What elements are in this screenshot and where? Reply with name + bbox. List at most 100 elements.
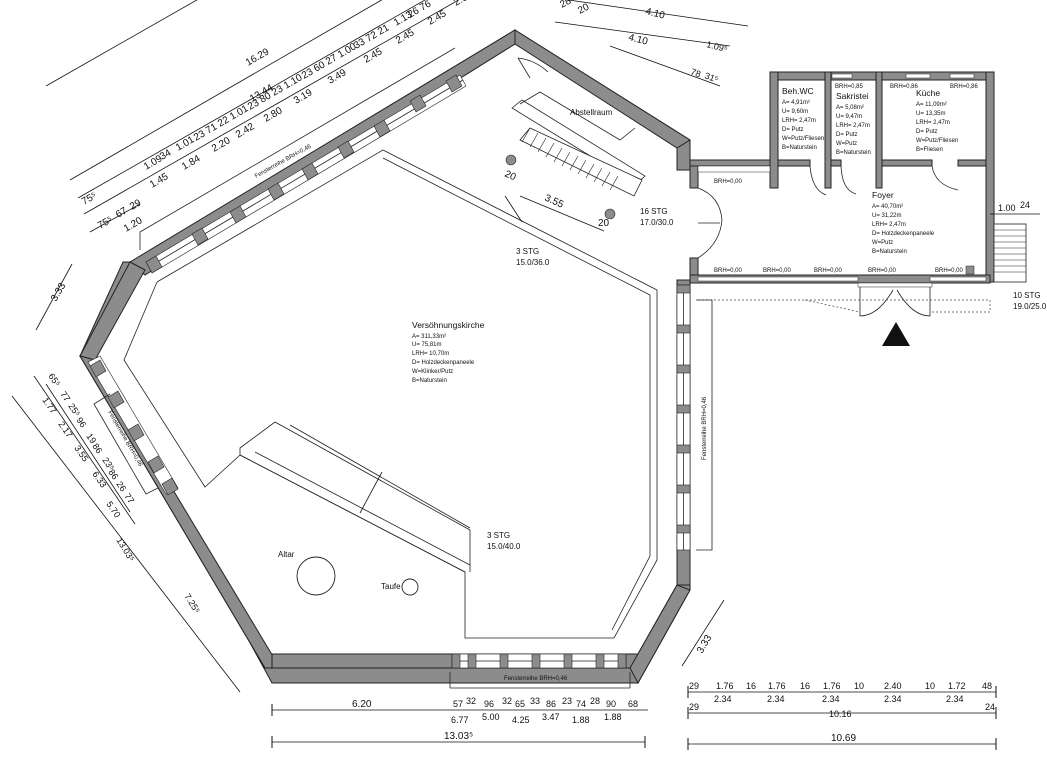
- svg-text:W=Putz: W=Putz: [836, 141, 857, 147]
- svg-text:1.72: 1.72: [948, 681, 966, 691]
- svg-text:1.76: 1.76: [823, 681, 841, 691]
- svg-text:76: 76: [418, 0, 434, 14]
- window-label-bottom: Fensterreihe BRH=0,46: [504, 676, 568, 682]
- brh-s3: BRH=0,00: [814, 268, 843, 274]
- svg-text:A= 4,91m²: A= 4,91m²: [782, 100, 810, 106]
- svg-text:23: 23: [192, 128, 208, 143]
- svg-text:77: 77: [58, 389, 72, 403]
- dim-se-333: 3.33: [695, 633, 714, 656]
- svg-text:48: 48: [982, 681, 992, 691]
- svg-text:LRH= 10,70m: LRH= 10,70m: [412, 351, 449, 357]
- dim-bottom: 6.20 57 32 96 32 65 33 86 23 74 28 90 68…: [271, 696, 648, 748]
- svg-text:2.45: 2.45: [426, 8, 449, 27]
- svg-text:32: 32: [466, 696, 476, 706]
- brh-k2: BRH=0,86: [950, 84, 979, 90]
- dim-top-outer: 16.29: [244, 46, 272, 68]
- svg-text:71: 71: [204, 121, 220, 136]
- brh-s5: BRH=0,00: [935, 268, 964, 274]
- window-row-bottom: [451, 653, 627, 669]
- svg-text:15.0/36.0: 15.0/36.0: [516, 258, 550, 267]
- svg-text:17.0/30.0: 17.0/30.0: [640, 218, 674, 227]
- svg-text:1.76: 1.76: [716, 681, 734, 691]
- svg-text:2.34: 2.34: [946, 694, 964, 704]
- svg-text:4.10: 4.10: [644, 6, 666, 21]
- room-label-sakristei: Sakristei A= 5,08m² U= 9,47m LRH= 2,47m …: [836, 91, 871, 156]
- svg-text:D= Holzdeckenpaneele: D= Holzdeckenpaneele: [872, 231, 935, 237]
- svg-text:1.88: 1.88: [572, 715, 590, 725]
- svg-text:19: 19: [84, 431, 98, 445]
- svg-text:16: 16: [800, 681, 810, 691]
- svg-text:65: 65: [515, 699, 525, 709]
- svg-text:W=Putz: W=Putz: [872, 240, 893, 246]
- svg-text:16: 16: [746, 681, 756, 691]
- svg-text:1.00: 1.00: [998, 203, 1016, 213]
- stair-label-3a: 3 STG 15.0/36.0: [516, 247, 550, 267]
- svg-text:A= 11,09m²: A= 11,09m²: [916, 102, 947, 108]
- dim-left-outer-0: 13.03⁵: [114, 536, 137, 564]
- svg-text:67: 67: [114, 205, 130, 220]
- svg-text:1.88: 1.88: [604, 712, 622, 722]
- svg-text:A= 40,70m²: A= 40,70m²: [872, 204, 903, 210]
- dim-stair-20b: 20: [598, 218, 610, 229]
- dim-left-outer-1: 7.25⁵: [182, 592, 202, 616]
- svg-text:4.10: 4.10: [627, 32, 649, 47]
- brh-k1: BRH=0,86: [890, 84, 919, 90]
- svg-text:26: 26: [406, 5, 422, 20]
- dim-left-333: 3.33: [49, 281, 68, 304]
- svg-text:10 STG: 10 STG: [1013, 291, 1041, 300]
- stair-label-3b: 3 STG 15.0/40.0: [487, 531, 521, 551]
- svg-text:3.55: 3.55: [72, 443, 90, 463]
- svg-text:16 STG: 16 STG: [640, 207, 668, 216]
- dim-top-lines: [35, 0, 460, 331]
- svg-text:57: 57: [453, 699, 463, 709]
- svg-text:65⁵: 65⁵: [46, 371, 62, 388]
- svg-text:2.45: 2.45: [362, 46, 385, 65]
- svg-text:B=Fliesen: B=Fliesen: [916, 147, 943, 153]
- svg-text:86: 86: [90, 441, 104, 455]
- svg-text:3 STG: 3 STG: [516, 247, 539, 256]
- dim-left-lines: [11, 375, 241, 693]
- svg-text:2.20: 2.20: [210, 135, 233, 154]
- room-label-wc: Beh.WC A= 4,91m² U= 9,60m LRH= 2,47m D= …: [782, 86, 824, 151]
- svg-text:Foyer: Foyer: [872, 190, 894, 200]
- room-label-kueche: Küche A= 11,09m² U= 13,35m LRH= 2,47m D=…: [916, 88, 958, 153]
- svg-text:32: 32: [502, 696, 512, 706]
- svg-text:2.34: 2.34: [822, 694, 840, 704]
- room-label-kirche: Versöhnungskirche A= 311,33m² U= 75,81m …: [412, 320, 485, 384]
- svg-text:33: 33: [352, 36, 368, 51]
- svg-text:B=Naturstein: B=Naturstein: [872, 249, 907, 255]
- svg-text:W=Klinker/Putz: W=Klinker/Putz: [412, 369, 453, 375]
- room-label-abstellraum: Abstellraum: [570, 108, 613, 117]
- svg-text:D= Holzdeckenpaneele: D= Holzdeckenpaneele: [412, 360, 475, 366]
- svg-text:96: 96: [484, 699, 494, 709]
- svg-text:W=Putz/Fliesen: W=Putz/Fliesen: [916, 138, 958, 144]
- svg-text:Sakristei: Sakristei: [836, 91, 869, 101]
- svg-text:6.77: 6.77: [451, 715, 469, 725]
- svg-text:27: 27: [324, 52, 340, 67]
- svg-text:3.49: 3.49: [326, 67, 349, 86]
- dim-stair-20a: 20: [503, 169, 518, 184]
- svg-text:D= Putz: D= Putz: [782, 127, 804, 133]
- svg-text:D= Putz: D= Putz: [916, 129, 938, 135]
- svg-text:19.0/25.0: 19.0/25.0: [1013, 302, 1047, 311]
- window-row-right: [676, 284, 691, 551]
- svg-text:LRH= 2,47m: LRH= 2,47m: [872, 222, 906, 228]
- svg-text:10.16: 10.16: [829, 709, 852, 719]
- svg-text:2.40: 2.40: [884, 681, 902, 691]
- svg-text:U= 75,81m: U= 75,81m: [412, 342, 442, 348]
- svg-text:29: 29: [689, 681, 699, 691]
- svg-text:68: 68: [628, 699, 638, 709]
- svg-text:3.19: 3.19: [292, 87, 315, 106]
- annex-walls: [689, 71, 1027, 317]
- dim-top-cut-2: 20: [576, 2, 591, 17]
- svg-text:24: 24: [985, 702, 995, 712]
- svg-text:23: 23: [300, 66, 316, 81]
- svg-text:21: 21: [376, 22, 392, 37]
- svg-text:U= 13,35m: U= 13,35m: [916, 111, 946, 117]
- svg-text:1.09⁵: 1.09⁵: [706, 39, 729, 54]
- svg-text:U= 9,47m: U= 9,47m: [836, 114, 862, 120]
- svg-text:26: 26: [114, 479, 128, 493]
- dim-right: 29 1.76 16 1.76 16 1.76 10 2.40 10 1.72 …: [687, 681, 997, 750]
- taufe-circle: [401, 578, 419, 596]
